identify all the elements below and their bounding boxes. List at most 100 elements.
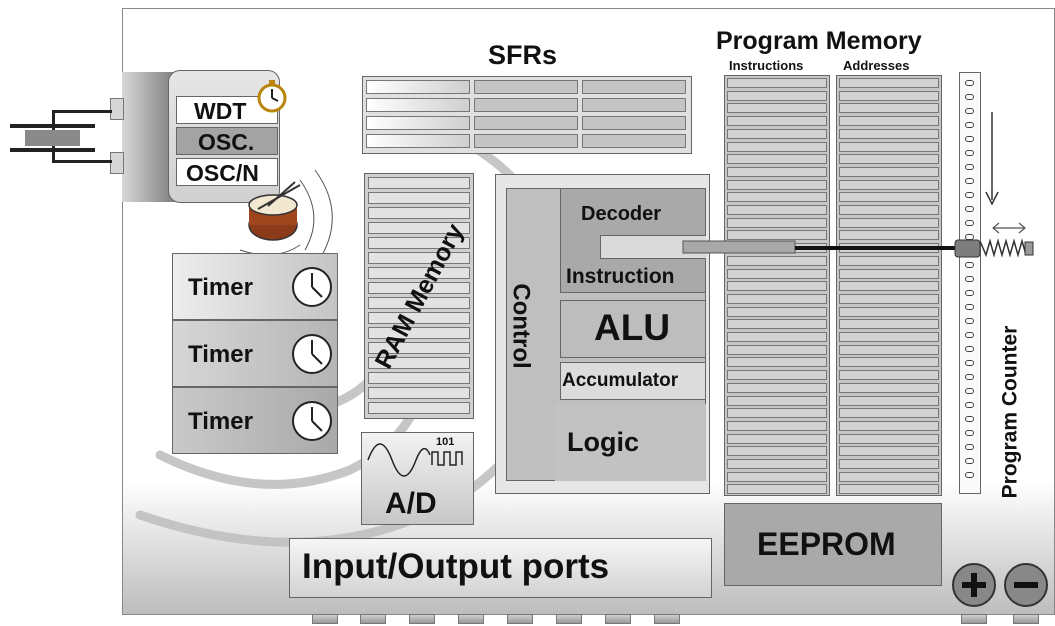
- address-cell: [839, 319, 939, 330]
- io-pin: [507, 614, 533, 624]
- counter-hole: [965, 290, 974, 296]
- address-cell: [839, 179, 939, 190]
- ram-cell: [368, 342, 470, 354]
- alu-block: [560, 300, 706, 358]
- counter-hole: [965, 472, 974, 478]
- counter-hole: [965, 94, 974, 100]
- instruction-cell: [727, 230, 827, 241]
- address-cell: [839, 395, 939, 406]
- arrow-down-icon: [985, 112, 999, 206]
- ad-bits-label: 101: [436, 436, 455, 448]
- double-arrow-icon: [992, 222, 1026, 234]
- io-ports-block: [289, 538, 712, 598]
- address-cell: [839, 166, 939, 177]
- ram-cell: [368, 297, 470, 309]
- io-pin: [312, 614, 338, 624]
- counter-hole: [965, 276, 974, 282]
- address-cell: [839, 90, 939, 101]
- io-pin: [654, 614, 680, 624]
- instruction-cell: [727, 217, 827, 228]
- instruction-cell: [727, 192, 827, 203]
- counter-hole: [965, 388, 974, 394]
- instruction-cell: [727, 433, 827, 444]
- instruction-cell: [727, 103, 827, 114]
- clock-icon: [292, 401, 332, 441]
- addresses-column-label: Addresses: [843, 58, 910, 73]
- io-ports-label: Input/Output ports: [302, 547, 610, 586]
- address-cell: [839, 205, 939, 215]
- wdt-label: WDT: [194, 98, 247, 124]
- ram-cell: [368, 207, 470, 219]
- instruction-cell: [727, 319, 827, 330]
- address-cell: [839, 382, 939, 393]
- ram-cell: [368, 177, 470, 189]
- instruction-cell: [727, 205, 827, 215]
- ram-cell: [368, 387, 470, 399]
- logic-area: [555, 404, 706, 481]
- counter-hole: [965, 178, 974, 184]
- sfr-register: [474, 116, 578, 130]
- address-cell: [839, 141, 939, 152]
- instruction-cell: [727, 446, 827, 457]
- instruction-cell: [727, 471, 827, 482]
- sfr-register: [582, 98, 686, 112]
- counter-hole: [965, 122, 974, 128]
- address-cell: [839, 217, 939, 228]
- osc-n-label: OSC/N: [186, 160, 259, 186]
- counter-hole: [965, 136, 974, 142]
- counter-hole: [965, 220, 974, 226]
- address-cell: [839, 446, 939, 457]
- counter-hole: [965, 332, 974, 338]
- address-cell: [839, 420, 939, 431]
- power-pin: [1013, 614, 1039, 624]
- ram-cell: [368, 252, 470, 264]
- clock-icon: [292, 334, 332, 374]
- address-cell: [839, 281, 939, 292]
- address-cell: [839, 128, 939, 139]
- sine-wave-icon: [367, 443, 431, 477]
- instruction-cell: [727, 281, 827, 292]
- address-cell: [839, 230, 939, 241]
- address-cell: [839, 78, 939, 88]
- instructions-column-label: Instructions: [729, 58, 804, 73]
- sfr-register: [582, 80, 686, 94]
- counter-hole: [965, 80, 974, 86]
- ram-cell: [368, 327, 470, 339]
- accumulator-label: Accumulator: [562, 370, 679, 391]
- io-pin: [556, 614, 582, 624]
- instruction-cell: [727, 128, 827, 139]
- sfr-register: [474, 80, 578, 94]
- instruction-label: Instruction: [566, 265, 675, 288]
- program-counter-track: [959, 72, 981, 494]
- instruction-cell: [727, 395, 827, 406]
- timer-label: Timer: [188, 274, 253, 301]
- ram-cell: [368, 357, 470, 369]
- sfr-register: [366, 134, 470, 148]
- ad-converter-block: [361, 432, 474, 525]
- sfr-register: [582, 134, 686, 148]
- instruction-cell: [727, 268, 827, 279]
- address-cell: [839, 484, 939, 495]
- counter-hole: [965, 374, 974, 380]
- instruction-cell: [727, 344, 827, 355]
- instruction-cell: [727, 179, 827, 190]
- address-cell: [839, 293, 939, 304]
- counter-hole: [965, 416, 974, 422]
- eeprom-label: EEPROM: [757, 526, 896, 562]
- sfr-register: [366, 80, 470, 94]
- address-cell: [839, 103, 939, 114]
- timer-label: Timer: [188, 341, 253, 368]
- instruction-cell: [727, 116, 827, 127]
- instruction-cell: [727, 459, 827, 469]
- osc-n-cell: [176, 158, 278, 186]
- program-memory-title: Program Memory: [716, 27, 922, 55]
- ram-cell: [368, 312, 470, 324]
- counter-hole: [965, 346, 974, 352]
- instruction-cell: [727, 332, 827, 342]
- io-pin: [458, 614, 484, 624]
- counter-hole: [965, 262, 974, 268]
- ram-cell: [368, 192, 470, 204]
